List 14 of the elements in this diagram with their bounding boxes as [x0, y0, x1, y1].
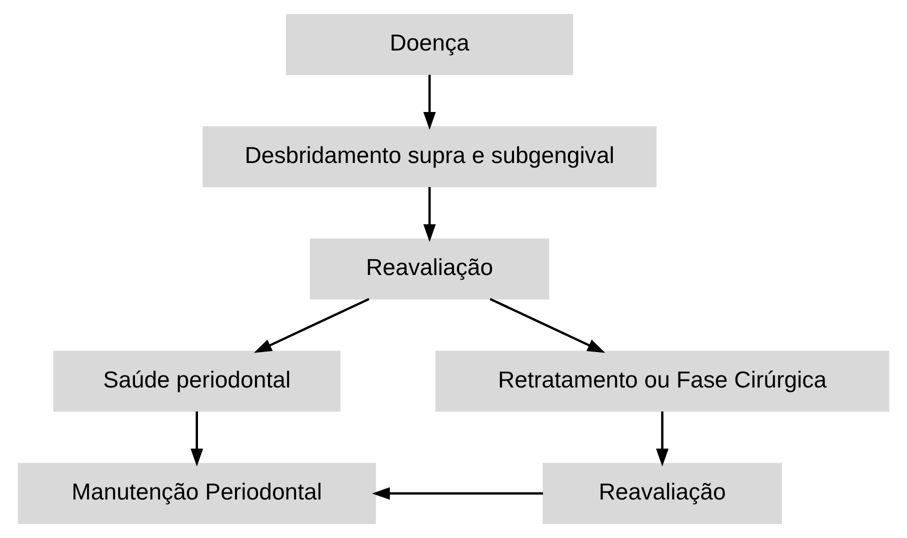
node-box: Reavaliação — [310, 238, 550, 300]
arrow — [490, 298, 606, 353]
arrow — [254, 298, 370, 353]
node-box: Saúde periodontal — [53, 350, 340, 412]
arrow — [656, 412, 669, 466]
node-box: Manutenção Periodontal — [18, 462, 376, 524]
node-box: Reavaliação — [542, 462, 782, 524]
node-box: Desbridamento supra e subgengival — [202, 126, 656, 188]
arrow — [423, 74, 436, 130]
node-box: Doença — [286, 14, 574, 76]
node-box: Retratamento ou Fase Cirúrgica — [435, 350, 890, 412]
arrow — [423, 187, 436, 242]
arrow — [372, 487, 543, 500]
arrow — [190, 412, 204, 466]
